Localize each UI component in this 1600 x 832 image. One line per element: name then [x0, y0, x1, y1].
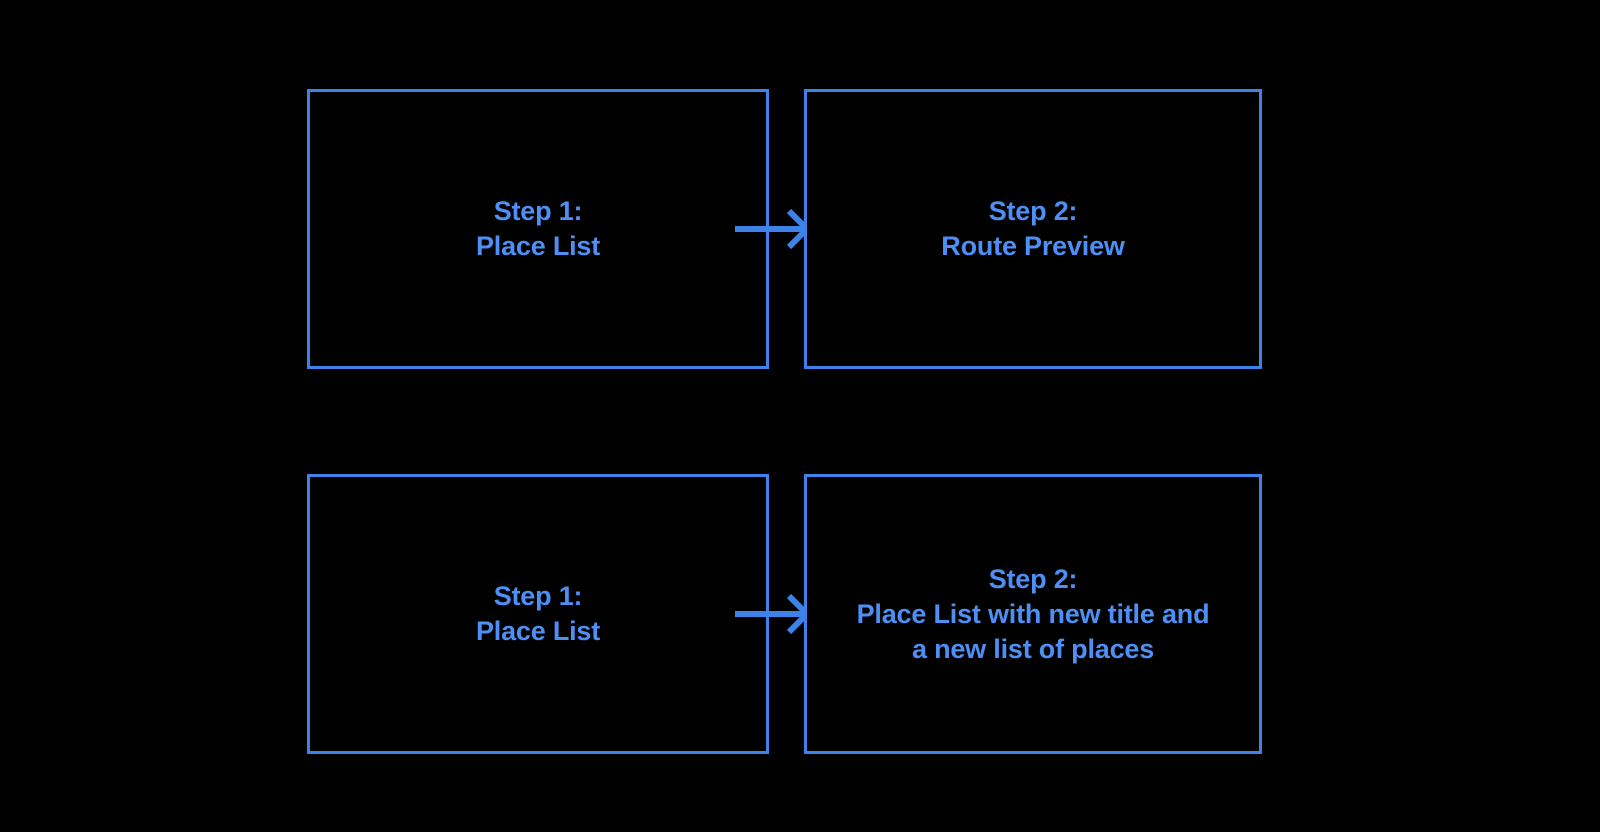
step-box-row1-step1-label: Step 1: Place List [475, 196, 601, 261]
flow-row-route-preview: Step 1: Place List Step 2: Route Preview [0, 89, 1600, 369]
step-box-row1-step2-label: Step 2: Route Preview [941, 196, 1125, 261]
flow-row-new-place-list: Step 1: Place List Step 2: Place List wi… [0, 474, 1600, 754]
step-box-row2-step1-label: Step 1: Place List [475, 581, 601, 646]
step-box-row2-step2-label: Step 2: Place List with new title and a … [856, 563, 1210, 664]
step-box-row2-step1[interactable]: Step 1: Place List [307, 474, 769, 754]
step-box-row2-step2[interactable]: Step 2: Place List with new title and a … [804, 474, 1262, 754]
step-box-row1-step2[interactable]: Step 2: Route Preview [804, 89, 1262, 369]
step-box-row1-step1[interactable]: Step 1: Place List [307, 89, 769, 369]
